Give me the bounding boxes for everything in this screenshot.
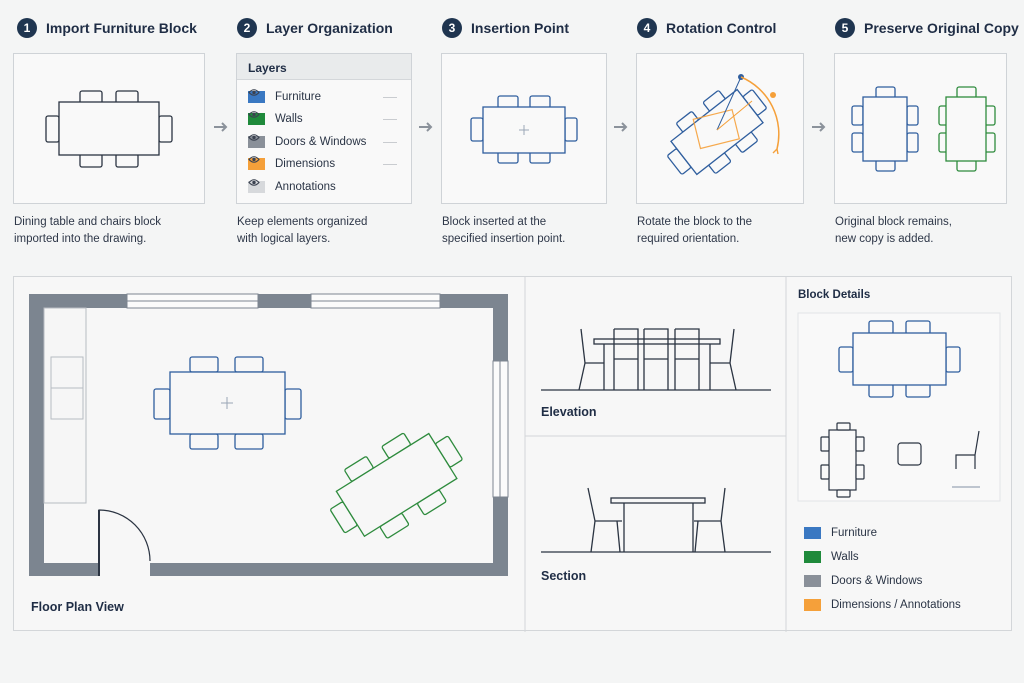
layer-row-dimensions[interactable]: Dimensions (248, 155, 403, 173)
step-2-caption: Keep elements organized with logical lay… (237, 214, 367, 248)
step-title: Preserve Original Copy (864, 20, 1019, 36)
step-number: 1 (17, 18, 37, 38)
step-5-caption: Original block remains, new copy is adde… (835, 214, 952, 248)
legend-label: Walls (831, 551, 859, 563)
step-3-caption: Block inserted at the specified insertio… (442, 214, 565, 248)
layer-color-swatch (248, 136, 265, 148)
caption-line: specified insertion point. (442, 233, 566, 245)
layer-line-type (383, 187, 397, 188)
layer-row-annotations[interactable]: Annotations (248, 178, 403, 196)
caption-line: Block inserted at the (442, 216, 547, 228)
original-block (851, 86, 919, 172)
layer-color-swatch (248, 181, 265, 193)
copied-block (938, 86, 996, 172)
caption-line: new copy is added. (835, 233, 934, 245)
layer-name: Doors & Windows (275, 136, 367, 148)
legend-item-furniture: Furniture (804, 527, 877, 539)
arrow-right-icon (214, 122, 228, 132)
eye-icon[interactable] (248, 155, 260, 164)
floor-plan-windows (126, 293, 509, 498)
eye-icon[interactable] (248, 88, 260, 97)
layer-line-type (383, 118, 397, 120)
layer-color-swatch (248, 91, 265, 103)
layer-line-type (383, 96, 397, 98)
step-2-header: 2 Layer Organization (237, 18, 393, 38)
legend-label: Doors & Windows (831, 575, 923, 587)
caption-line: Rotate the block to the (637, 216, 753, 228)
step-4-caption: Rotate the block to the required orienta… (637, 214, 752, 248)
legend-label: Furniture (831, 527, 878, 539)
layer-name: Annotations (275, 181, 336, 193)
caption-line: Original block remains, (835, 216, 952, 228)
kitchen-counter (43, 307, 87, 504)
views-drawing (29, 277, 1001, 632)
layer-color-swatch (248, 113, 265, 125)
layers-panel: Layers Furniture Walls Doors & Windows D… (236, 53, 412, 204)
legend-item-walls: Walls (804, 551, 859, 563)
import-block-card (13, 53, 205, 204)
legend-label: Dimensions / Annotations (831, 599, 961, 611)
rotation-control-card (636, 53, 804, 204)
block-details-components (820, 422, 980, 498)
dining-table-block-drawing (45, 90, 173, 168)
arrow-right-icon (812, 122, 826, 132)
rotated-block-drawing (667, 74, 780, 176)
legend-swatch (804, 599, 821, 611)
step-title: Insertion Point (471, 20, 569, 36)
floor-plan-walls (29, 294, 508, 576)
step-1-caption: Dining table and chairs block imported i… (14, 214, 161, 248)
eye-icon[interactable] (248, 133, 260, 142)
eye-icon[interactable] (248, 178, 260, 187)
caption-line: required orientation. (637, 233, 740, 245)
original-and-copy-drawing (851, 86, 996, 172)
layer-name: Dimensions (275, 158, 336, 170)
layer-color-swatch (248, 158, 265, 170)
caption-line: with logical layers. (237, 233, 331, 245)
block-details-top-view (838, 320, 961, 398)
layer-row-doors-windows[interactable]: Doors & Windows (248, 133, 403, 151)
block-details-label: Block Details (798, 289, 871, 301)
arrow-right-icon (614, 122, 628, 132)
preserve-copy-card (834, 53, 1007, 204)
layer-line-type (383, 163, 397, 165)
elevation-drawing (541, 328, 771, 391)
legend-swatch (804, 527, 821, 539)
legend-swatch (804, 551, 821, 563)
step-number: 3 (442, 18, 462, 38)
step-number: 4 (637, 18, 657, 38)
layer-name: Furniture (275, 91, 322, 103)
door-swing (98, 509, 151, 576)
step-title: Rotation Control (666, 20, 777, 36)
views-panel: Floor Plan View Elevation Section Block … (13, 276, 1012, 632)
insertion-point-card (441, 53, 607, 204)
layer-line-type (383, 141, 397, 143)
layer-row-walls[interactable]: Walls (248, 110, 403, 128)
caption-line: Dining table and chairs block (14, 216, 162, 228)
layer-row-furniture[interactable]: Furniture (248, 88, 403, 106)
legend-swatch (804, 575, 821, 587)
step-number: 2 (237, 18, 257, 38)
step-title: Layer Organization (266, 20, 393, 36)
floor-plan-label: Floor Plan View (31, 600, 124, 614)
elevation-label: Elevation (541, 405, 597, 419)
caption-line: Keep elements organized (237, 216, 368, 228)
floor-plan-green-table (330, 432, 463, 539)
eye-icon[interactable] (248, 110, 260, 119)
step-title: Import Furniture Block (46, 20, 197, 36)
section-label: Section (541, 569, 587, 583)
legend-item-doors-windows: Doors & Windows (804, 575, 922, 587)
arrow-right-icon (419, 122, 433, 132)
step-3-header: 3 Insertion Point (442, 18, 569, 38)
layers-panel-title: Layers (237, 54, 411, 80)
layer-name: Walls (275, 113, 303, 125)
section-drawing (541, 487, 771, 553)
step-number: 5 (835, 18, 855, 38)
legend-item-dimensions-annotations: Dimensions / Annotations (804, 599, 961, 611)
inserted-block-drawing (470, 95, 578, 164)
caption-line: imported into the drawing. (14, 233, 147, 245)
step-5-header: 5 Preserve Original Copy (835, 18, 1019, 38)
step-1-header: 1 Import Furniture Block (17, 18, 197, 38)
step-4-header: 4 Rotation Control (637, 18, 776, 38)
